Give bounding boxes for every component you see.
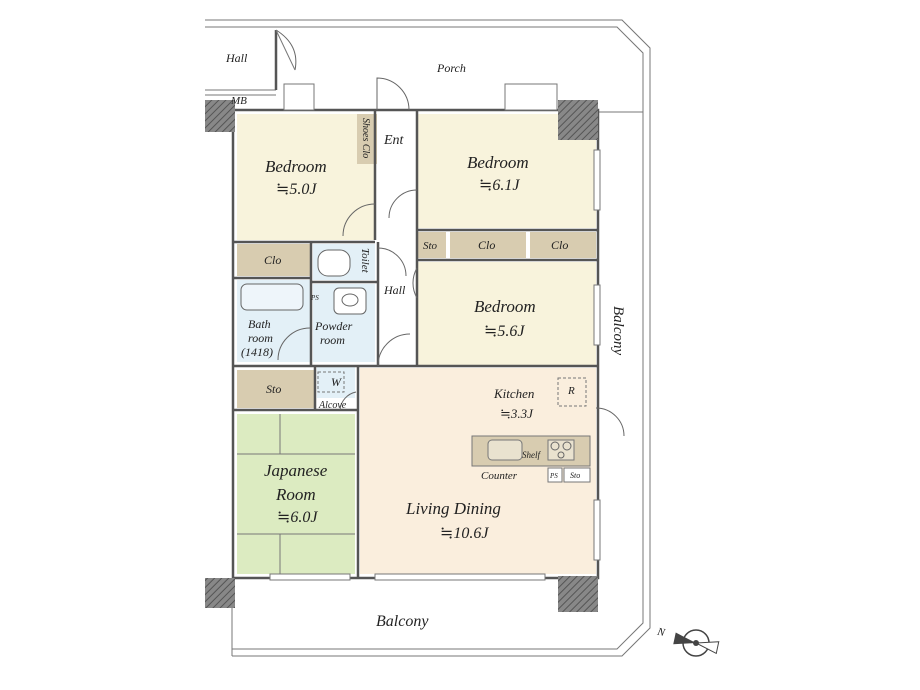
closet-mid-label: Clo [478, 238, 495, 252]
windows [269, 149, 601, 581]
bedroom-left [237, 114, 375, 240]
tatami-lines [237, 414, 355, 574]
toilet-icon [317, 249, 351, 277]
bathtub-icon [240, 283, 304, 311]
bedroom-right-size: ≒6.1J [479, 177, 520, 194]
toilet-label: Toilet [359, 248, 371, 274]
japanese-size: ≒6.0J [277, 509, 318, 526]
outer-boundary [205, 19, 651, 657]
powder-label-1: Powder [314, 319, 353, 333]
closet-left [237, 244, 310, 276]
storage-mid-label: Sto [423, 240, 438, 252]
bedroom-right-name: Bedroom [467, 153, 529, 172]
washer-space [317, 366, 355, 398]
balcony-bottom-label: Balcony [376, 613, 429, 630]
kitchen-name: Kitchen [493, 386, 534, 401]
storage-left [237, 370, 315, 408]
mb-label: MB [230, 95, 247, 107]
labels: Hall MB Porch Shoes Clo Ent Bedroom ≒5.0… [225, 51, 626, 630]
bath-label-1: Bath [248, 317, 271, 331]
bedroom-left-name: Bedroom [265, 157, 327, 176]
refrigerator-label: R [567, 385, 575, 397]
storage-mid [418, 232, 446, 258]
bath-label-3: (1418) [241, 345, 273, 359]
japanese-label-2: Room [275, 485, 316, 504]
japanese-label-1: Japanese [264, 461, 328, 480]
closet-right-label: Clo [551, 238, 568, 252]
hall-top-label: Hall [225, 51, 248, 65]
compass-icon: N [655, 626, 720, 657]
bedroom-mid-name: Bedroom [474, 297, 536, 316]
powder-label-2: room [320, 333, 345, 347]
bedroom-left-size: ≒5.0J [276, 181, 317, 198]
living-name: Living Dining [405, 499, 501, 518]
kitchen-size: ≒3.3J [500, 406, 534, 421]
closet-mid [450, 232, 526, 258]
hall-mid-label: Hall [383, 283, 406, 297]
entrance [377, 114, 417, 164]
storage-counter-label: Sto [570, 471, 580, 480]
doors [277, 77, 625, 437]
bath-label-2: room [248, 331, 273, 345]
compass-n-label: N [655, 626, 666, 640]
bedroom-mid [418, 262, 596, 366]
fixtures [240, 249, 367, 393]
balcony-right-label: Balcony [610, 306, 626, 355]
sink-icon [341, 293, 359, 307]
counter-label: Counter [481, 470, 518, 482]
alcove-label: Alcove [318, 400, 347, 411]
living-size: ≒10.6J [440, 525, 489, 542]
storage-left-label: Sto [266, 382, 281, 396]
porch-label: Porch [436, 61, 466, 75]
ps-counter-label: PS [549, 472, 558, 480]
stove-icon [547, 439, 575, 461]
washer-label: W [331, 375, 342, 389]
kitchen-counter [471, 377, 591, 483]
bedroom-mid-size: ≒5.6J [484, 323, 525, 340]
ps-bath-label: PS [310, 294, 319, 302]
upper-hall-area [205, 29, 297, 96]
shoes-closet [357, 114, 377, 164]
shoes-closet-label: Shoes Clo [360, 118, 371, 158]
closet-right [530, 232, 596, 258]
closet-left-label: Clo [264, 253, 281, 267]
columns [205, 83, 598, 612]
kitchen-sink-icon [487, 439, 523, 461]
shelf-label: Shelf [522, 450, 541, 460]
entrance-label: Ent [383, 133, 405, 148]
japanese-room [237, 414, 355, 574]
